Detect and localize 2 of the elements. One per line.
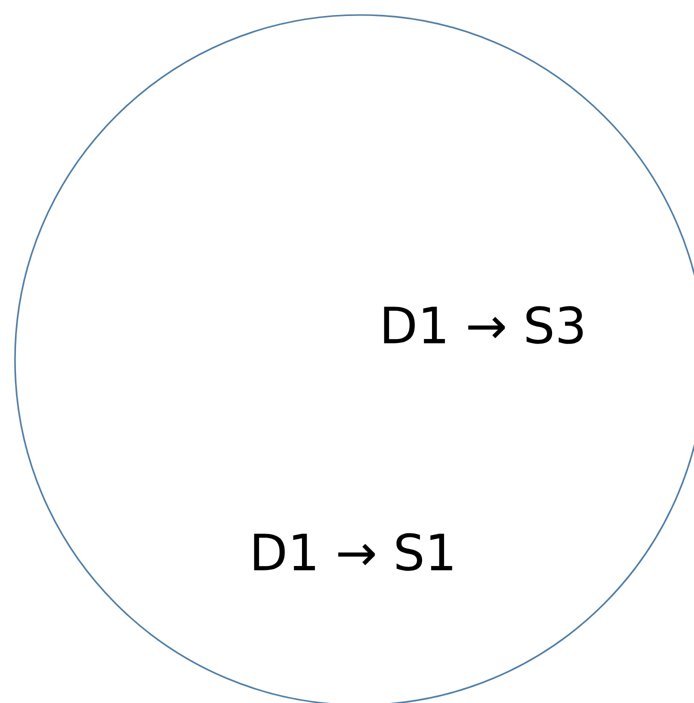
label: D1 → S1 [254, 533, 452, 571]
label: D1 → S3 [384, 306, 583, 344]
